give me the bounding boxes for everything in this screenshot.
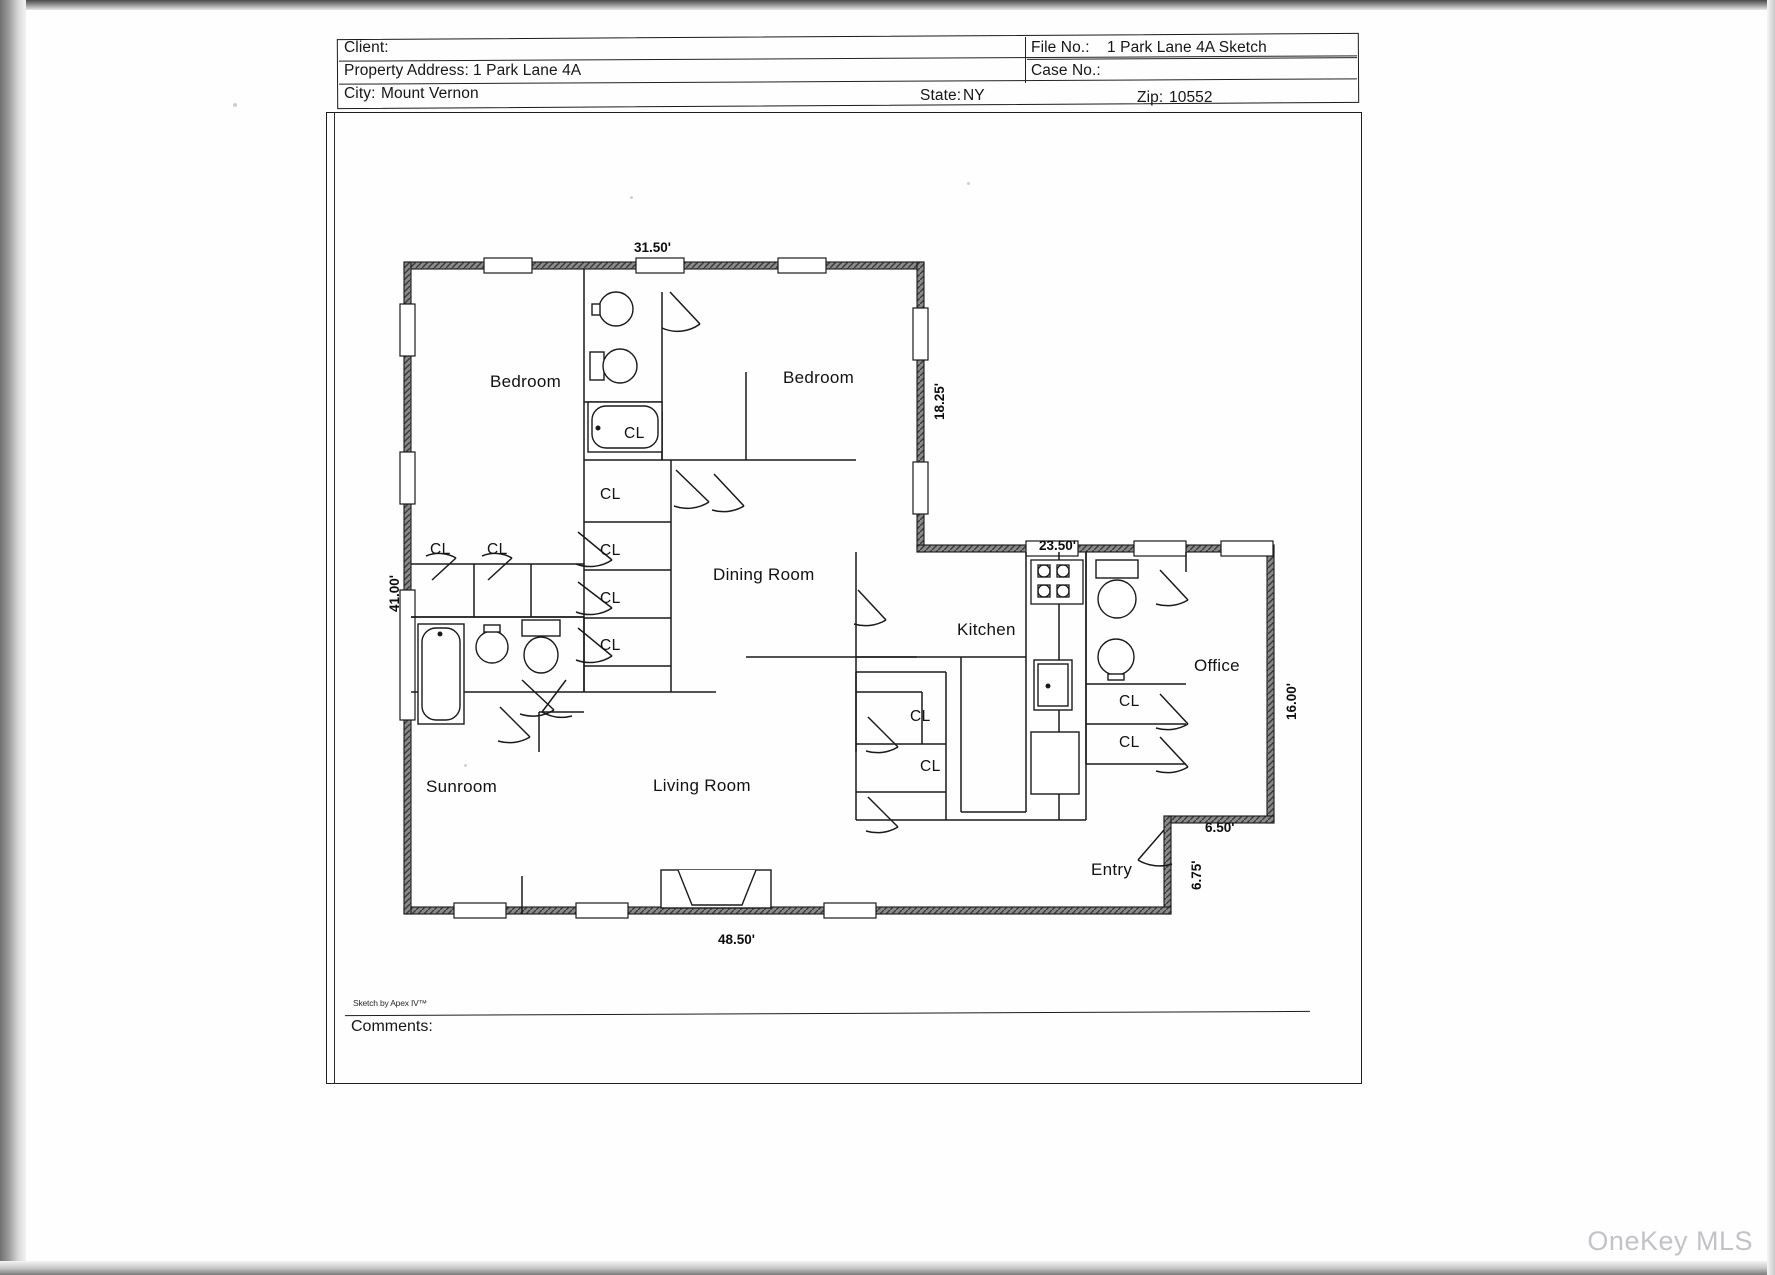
- room-label-living-room: Living Room: [653, 776, 751, 795]
- floor-plan-drawing: [399, 257, 1275, 919]
- fixture-bathtub-upper: [587, 401, 663, 453]
- closet-label-9: CL: [920, 758, 941, 775]
- apex-credit: Sketch by Apex IV™: [353, 998, 427, 1008]
- dimension-23-50: 23.50': [1039, 538, 1076, 553]
- dimension-18-25: 18.25': [932, 383, 947, 420]
- scan-speck: [464, 764, 467, 767]
- zip-value: 10552: [1169, 89, 1213, 106]
- fixture-sink-upper: [591, 291, 634, 327]
- closet-label-7: CL: [487, 541, 508, 558]
- scan-edge-bottom: [0, 1261, 1775, 1275]
- scan-edge-top: [0, 0, 1775, 10]
- fixture-toilet-lower: [521, 619, 561, 674]
- room-label-office: Office: [1194, 656, 1240, 675]
- scan-speck: [967, 182, 970, 185]
- zip-label: Zip:: [1137, 89, 1164, 106]
- room-label-sunroom: Sunroom: [426, 777, 498, 796]
- room-label-bedroom-1: Bedroom: [490, 372, 562, 391]
- property-address-value: 1 Park Lane 4A: [473, 62, 582, 79]
- city-value: Mount Vernon: [381, 85, 479, 102]
- closet-label-5: CL: [600, 637, 621, 654]
- closet-label-1: CL: [624, 425, 645, 442]
- fixture-toilet-office: [1095, 559, 1139, 619]
- closet-label-8: CL: [910, 708, 931, 725]
- paper-background: [26, 10, 1767, 1261]
- fixture-window-seat: [660, 869, 772, 909]
- scan-edge-right: [1767, 0, 1775, 1275]
- scan-edge-left: [0, 0, 26, 1275]
- dimension-41-00: 41.00': [387, 575, 402, 612]
- sketch-header-table: Client: Property Address: 1 Park Lane 4A…: [336, 32, 1360, 110]
- room-label-bedroom-2: Bedroom: [783, 368, 855, 387]
- case-no-label: Case No.:: [1031, 62, 1101, 79]
- file-no-value: 1 Park Lane 4A Sketch: [1107, 39, 1267, 56]
- scan-speck: [630, 196, 633, 199]
- client-label: Client:: [344, 39, 389, 56]
- closet-label-11: CL: [1119, 734, 1140, 751]
- fixture-stove-range: [1030, 559, 1084, 605]
- file-no-label: File No.:: [1031, 39, 1090, 56]
- dimension-16-00: 16.00': [1284, 683, 1299, 720]
- dimension-6-50: 6.50': [1205, 820, 1235, 835]
- comments-label: Comments:: [351, 1018, 433, 1035]
- room-label-entry: Entry: [1091, 860, 1133, 879]
- city-label: City:: [344, 85, 376, 102]
- onekey-mls-watermark: OneKey MLS: [1587, 1226, 1753, 1256]
- exterior-walls: [403, 261, 1275, 915]
- header-divider-vertical: [1025, 37, 1026, 83]
- closet-label-4: CL: [600, 590, 621, 607]
- state-value: NY: [963, 87, 985, 104]
- sketch-frame: [326, 112, 1362, 1084]
- room-label-dining-room: Dining Room: [713, 565, 815, 584]
- closet-label-3: CL: [600, 542, 621, 559]
- property-address-label: Property Address:: [344, 62, 469, 79]
- dimension-48-50: 48.50': [718, 932, 755, 947]
- closet-label-10: CL: [1119, 693, 1140, 710]
- room-label-kitchen: Kitchen: [957, 620, 1016, 639]
- fixture-refrigerator: [1030, 731, 1080, 795]
- fixture-bathtub-lower: [417, 623, 465, 725]
- dimension-31-50: 31.50': [634, 240, 671, 255]
- state-label: State:: [920, 87, 962, 104]
- fixture-toilet-upper: [589, 348, 638, 384]
- fixture-sink-lower: [475, 624, 509, 664]
- closet-label-2: CL: [600, 486, 621, 503]
- dimension-6-75: 6.75': [1189, 860, 1204, 891]
- fixture-sink-office: [1097, 638, 1135, 681]
- doors: [425, 291, 1189, 867]
- fixture-kitchen-sink: [1033, 659, 1073, 711]
- scan-speck: [233, 103, 237, 107]
- sketch-frame-inner-rule: [334, 112, 335, 1084]
- closet-label-6: CL: [430, 541, 451, 558]
- windows: [399, 257, 1274, 919]
